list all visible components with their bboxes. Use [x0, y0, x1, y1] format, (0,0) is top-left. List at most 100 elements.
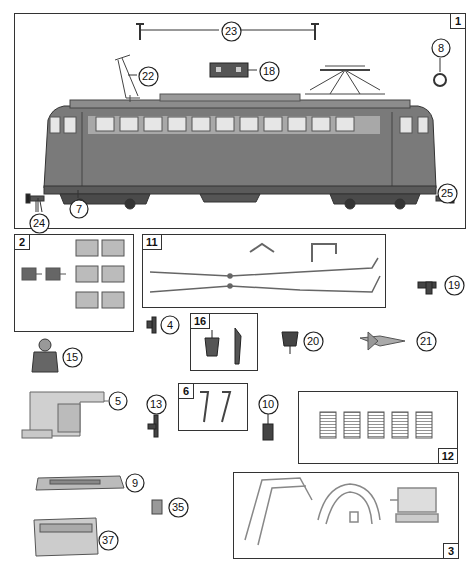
part-group-frame: 1238221824725 [14, 13, 466, 229]
callout-ring [438, 184, 457, 203]
drawing-line [212, 330, 213, 338]
rod-set [150, 244, 380, 292]
callout-circle: 7 [69, 199, 89, 219]
callout-circle: 21 [416, 331, 437, 352]
group-number: 16 [190, 313, 210, 329]
drawing-rect [368, 412, 384, 438]
callout-number: 35 [168, 501, 189, 513]
callout-circle: 22 [138, 66, 159, 87]
callout-ring [445, 276, 464, 295]
small-plug [152, 500, 162, 514]
drawing-rect [216, 67, 221, 72]
callout-circle: 35 [168, 497, 189, 518]
drawing-path [326, 492, 372, 524]
group-number: 2 [14, 234, 30, 250]
drawing-rect [76, 266, 98, 282]
drawing-path [368, 332, 378, 350]
callout-number: 20 [303, 335, 324, 347]
drawing-line [392, 112, 393, 186]
drawing-circle [345, 199, 355, 209]
part-group-frame: 12 [298, 391, 458, 464]
drawing-rect [396, 514, 438, 522]
drawing-rect [160, 94, 300, 101]
drawing-rect [102, 240, 124, 256]
bogie-block [22, 392, 108, 438]
drawing-rect [210, 63, 248, 77]
drawing-rect [44, 186, 436, 194]
drawing-line [36, 274, 42, 275]
drawing-rect [120, 117, 138, 131]
callout-number: 37 [98, 534, 119, 546]
drawing-rect [152, 317, 156, 333]
drawing-rect [50, 480, 100, 484]
drawing-line [330, 70, 345, 94]
drawing-line [38, 198, 39, 212]
callout-number: 9 [125, 477, 145, 489]
drawing-rect [240, 117, 258, 131]
callout-number: 4 [160, 319, 180, 331]
drawing-rect [46, 268, 60, 280]
drawing-path [235, 328, 241, 364]
drawing-path [32, 352, 58, 372]
strut-pair [200, 392, 230, 422]
drawing-path [250, 244, 274, 252]
drawing-line [60, 274, 66, 275]
callout-circle: 20 [303, 331, 324, 352]
drawing-rect [400, 117, 412, 133]
drawing-rect [22, 430, 52, 438]
drawing-rect [236, 67, 241, 72]
drawing-g [50, 117, 428, 133]
callout-circle: 10 [258, 394, 279, 415]
drawing-rect [168, 117, 186, 131]
callout-circle: 25 [437, 183, 458, 204]
drawing-rect [148, 424, 156, 429]
drawing-line [440, 58, 441, 72]
locomotive-body [26, 94, 454, 212]
callout-circle: 5 [108, 391, 128, 411]
drawing-line [128, 75, 137, 76]
callout-number: 10 [258, 398, 279, 410]
part-group-frame: 16 [190, 313, 258, 371]
callout-number: 21 [416, 335, 437, 347]
drawing-line [241, 30, 315, 31]
callout-number: 24 [29, 217, 50, 229]
group-number: 1 [450, 13, 466, 29]
drawing-rect [22, 268, 36, 280]
callout-ring [99, 531, 118, 550]
drawing-rect [58, 404, 80, 432]
drawing-rect [76, 292, 98, 308]
drawing-path [34, 518, 98, 556]
drawing-path [200, 392, 208, 422]
drawing-rect [102, 266, 124, 282]
callout-ring [259, 395, 278, 414]
small-parts [205, 328, 241, 364]
drawing-line [268, 414, 269, 424]
drawing-rect [312, 117, 330, 131]
callout-number: 8 [431, 42, 451, 54]
drawing-path [312, 244, 336, 262]
drawing-path [360, 336, 405, 346]
drawing-line [130, 95, 131, 102]
drawing-line [390, 499, 398, 501]
drawing-line [104, 401, 108, 402]
group-number: 6 [178, 383, 194, 399]
drawing-path [44, 106, 436, 188]
drawing-rect [288, 117, 306, 131]
drawing-line [78, 190, 79, 198]
roof-part [210, 63, 257, 77]
drawing-path [36, 201, 42, 212]
drawing-rect [192, 117, 210, 131]
drawing-rect [216, 117, 234, 131]
drawing-rect [50, 117, 60, 133]
drawing-circle [125, 199, 135, 209]
drawing-rect [152, 500, 162, 514]
drawing-rect [40, 524, 92, 532]
group-number: 12 [438, 448, 458, 464]
callout-ring [161, 316, 179, 334]
drawing-line [122, 58, 138, 96]
drawing-rect [76, 240, 98, 256]
drawing-rect [350, 512, 358, 522]
drawing-circle [395, 199, 405, 209]
callout-ring [147, 395, 166, 414]
driver-figure [32, 339, 58, 372]
